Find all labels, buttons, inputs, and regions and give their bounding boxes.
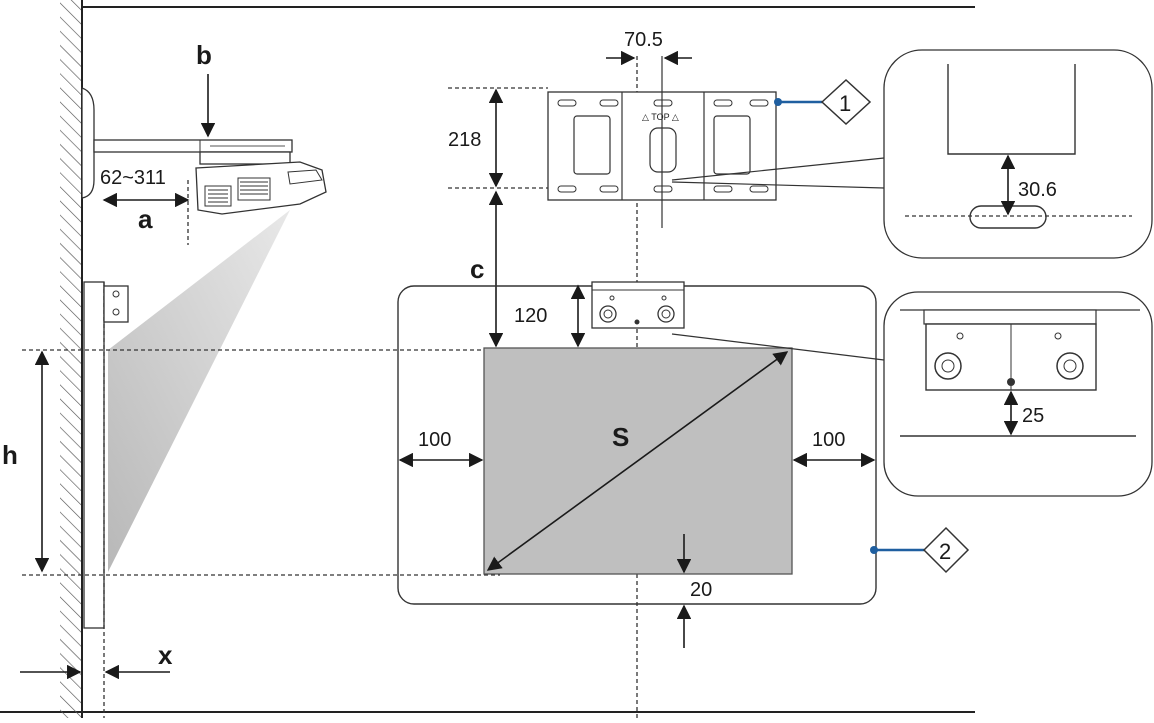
left-margin-label: 100: [418, 429, 451, 451]
diagonal-s-arrow: [486, 351, 789, 571]
label-c: c: [470, 254, 484, 284]
side-bracket: [103, 285, 129, 323]
callout-2-dot: [870, 546, 878, 554]
zoom-1-detail: [883, 49, 1153, 259]
bracket-front: [591, 281, 685, 329]
callout-1-badge: [820, 78, 872, 126]
zoom-bottom-gap-label: 25: [1022, 405, 1044, 427]
label-a: a: [138, 204, 153, 234]
bracket-gap-label: 120: [514, 305, 547, 327]
projector: [195, 161, 327, 215]
range-a-label: 62~311: [100, 167, 166, 189]
projection-beam: [108, 210, 290, 572]
plate-top-text: △ TOP △: [642, 112, 679, 122]
callout-1-number: 1: [839, 91, 851, 116]
zoom-2-leader: [671, 333, 885, 361]
side-screen-board: [83, 281, 105, 629]
wall: [60, 0, 83, 718]
callout-1-dot: [774, 98, 782, 106]
plate-height-label: 218: [448, 129, 481, 151]
callout-2-badge: [922, 526, 970, 574]
label-b: b: [196, 40, 212, 70]
zoom-1-leader-top: [671, 157, 885, 181]
right-margin-label: 100: [812, 429, 845, 451]
zoom-top-gap-label: 30.6: [1018, 179, 1057, 201]
label-x: x: [158, 640, 173, 670]
callout-2-number: 2: [939, 539, 951, 564]
zoom-1-leader-bottom: [671, 181, 885, 189]
plate-offset-label: 70.5: [624, 29, 663, 51]
zoom-2-detail: [883, 291, 1153, 497]
label-s: S: [612, 422, 629, 452]
wall-mount-arm: [81, 87, 293, 199]
bottom-margin-label: 20: [690, 579, 712, 601]
label-h: h: [2, 440, 18, 470]
